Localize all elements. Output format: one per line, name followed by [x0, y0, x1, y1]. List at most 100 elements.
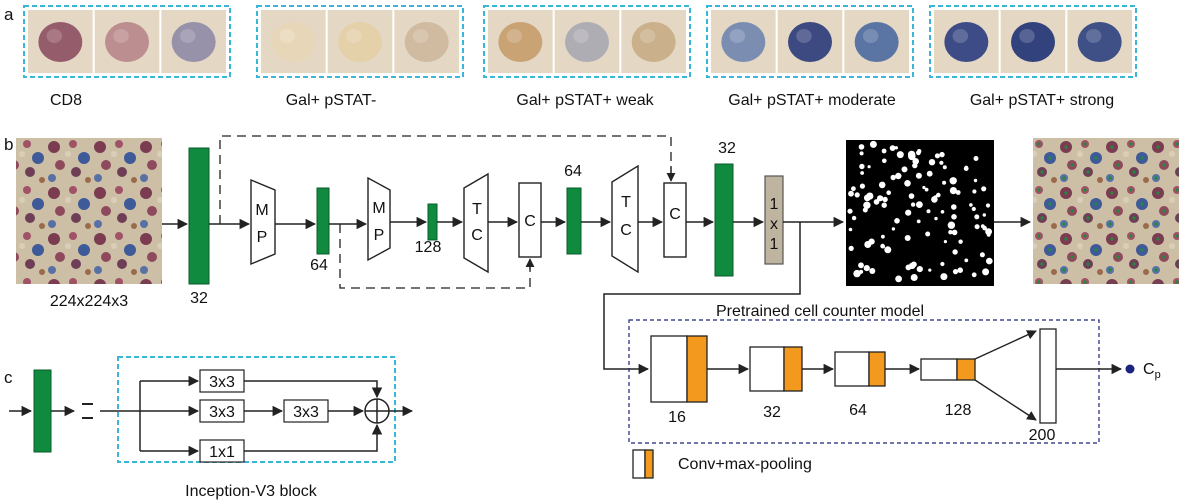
density-dot: [881, 234, 885, 239]
output-counted-image: [1033, 138, 1179, 284]
density-dot: [878, 181, 886, 189]
mp1-letter-p: P: [257, 229, 268, 246]
conv-block-128: [427, 203, 438, 241]
classifier-block-128: [920, 358, 976, 381]
conv-block-64: [316, 187, 330, 255]
cell-nucleus: [271, 22, 316, 62]
kernel-3x3-a-label: 3x3: [209, 374, 235, 391]
mp2-letter-m: M: [372, 200, 385, 217]
density-dot: [916, 150, 921, 156]
skip-connection-1: [219, 135, 672, 224]
fan-line-top: [974, 330, 1037, 360]
cell-group-frame: [706, 5, 914, 78]
cell-nucleus: [1077, 22, 1122, 62]
density-dot: [905, 209, 912, 216]
density-dot: [972, 189, 977, 194]
density-dot: [858, 144, 865, 150]
cell-group-label: Gal+ pSTAT-: [286, 92, 377, 109]
classifier-block-32-label: 32: [763, 404, 781, 421]
cell-group-frame: [929, 5, 1137, 78]
cell-nucleus: [788, 22, 832, 62]
density-dot: [952, 249, 958, 255]
cell-nucleus: [944, 22, 989, 62]
cell-highlight: [279, 29, 296, 43]
skip-connection-2: [339, 224, 531, 289]
cell-nucleus: [404, 22, 449, 62]
cell-nucleus: [631, 22, 676, 62]
density-dot: [881, 202, 887, 208]
panel-letter-b: b: [4, 135, 13, 154]
cell-nucleus: [565, 22, 609, 62]
classifier-block-32: [749, 346, 803, 392]
density-dot: [895, 172, 902, 180]
density-dot: [908, 193, 915, 199]
cell-nucleus: [38, 22, 83, 62]
fan-line-bottom: [974, 379, 1037, 421]
density-dot: [973, 178, 978, 183]
density-dot: [971, 272, 977, 278]
density-dot: [981, 186, 987, 192]
density-dot: [859, 183, 866, 189]
conv-block-64-up: [566, 187, 582, 255]
density-dot: [916, 266, 923, 273]
density-dot: [851, 186, 856, 192]
legend-conv-maxpool-label: Conv+max-pooling: [678, 456, 812, 473]
density-dot: [942, 165, 947, 170]
density-dot: [979, 252, 985, 258]
cell-nucleus: [171, 22, 216, 62]
cell-group-label: Gal+ pSTAT+ moderate: [728, 92, 896, 109]
density-dot: [848, 227, 853, 232]
density-dot: [896, 151, 904, 159]
density-dot: [910, 202, 916, 207]
density-dot: [904, 180, 911, 187]
classifier-block-16: [650, 335, 708, 403]
cell-highlight: [1085, 29, 1102, 43]
input-tissue-image: [16, 138, 162, 284]
kernel-3x3-c-label: 3x3: [293, 404, 319, 421]
output-label-sub: p: [1155, 369, 1161, 381]
conv-1x1-block: [764, 175, 784, 265]
density-dot: [951, 204, 957, 210]
density-dot: [926, 170, 933, 177]
tc1-letter-t: T: [472, 201, 482, 218]
density-dot: [916, 219, 921, 224]
density-dot: [951, 214, 957, 220]
concat-2-letter: C: [669, 206, 681, 223]
conv-block-32-up-label: 32: [718, 140, 736, 157]
density-dot: [964, 258, 969, 263]
density-dot: [951, 229, 958, 236]
output-label: Cp: [1143, 361, 1161, 381]
conv-block-128-label: 128: [415, 239, 442, 256]
density-dot: [879, 196, 883, 200]
density-dot: [948, 230, 953, 235]
conv-block-32: [188, 147, 210, 285]
density-dot: [986, 233, 991, 237]
density-dot: [940, 273, 948, 281]
density-dot: [922, 185, 926, 190]
density-dot: [958, 239, 963, 244]
density-dot: [862, 207, 868, 213]
dense-layer-200: [1039, 328, 1057, 424]
density-dot: [940, 210, 945, 214]
density-dot: [942, 180, 947, 185]
cell-highlight: [506, 29, 523, 43]
cell-highlight: [952, 29, 969, 43]
density-dot: [924, 187, 929, 192]
density-dot: [853, 269, 861, 278]
density-dot: [891, 227, 896, 231]
mp1-letter-m: M: [255, 202, 268, 219]
density-dot: [863, 201, 871, 209]
density-dot: [934, 153, 940, 159]
density-dot: [907, 150, 916, 159]
density-dot: [980, 224, 985, 229]
density-dot: [963, 166, 969, 172]
classifier-block-64-label: 64: [849, 402, 867, 419]
input-size-label: 224x224x3: [50, 293, 128, 310]
mp2-letter-p: P: [374, 227, 385, 244]
density-dot: [974, 214, 980, 220]
density-dot: [910, 274, 918, 281]
density-dot: [957, 267, 963, 274]
classifier-title: Pretrained cell counter model: [716, 303, 924, 320]
density-dot: [847, 208, 853, 214]
